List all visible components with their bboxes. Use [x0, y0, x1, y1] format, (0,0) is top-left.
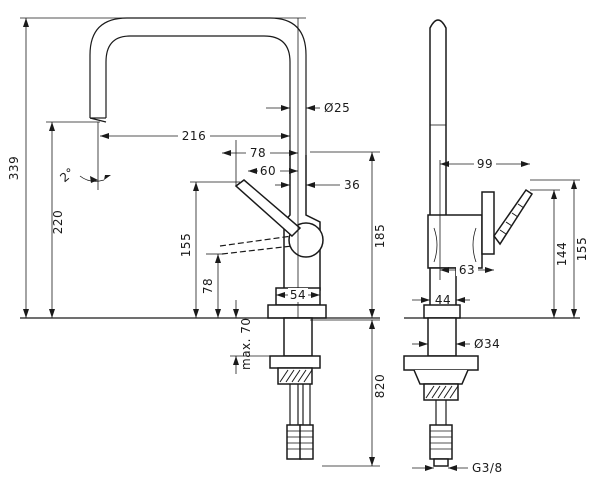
- dim-spout-diameter: Ø25: [266, 101, 350, 115]
- dim-thread: G3/8: [412, 461, 503, 475]
- mounting-nut: [269, 355, 321, 369]
- dim-swivel-angle-label: 2°: [57, 165, 77, 185]
- dim-connection-length: 820: [369, 320, 387, 466]
- dim-side-lever-depth-label: 99: [477, 157, 493, 171]
- side-body: [427, 214, 483, 269]
- dim-body-height-label: 185: [373, 224, 387, 248]
- dim-body-diameter-label: 54: [290, 288, 306, 302]
- front-view: 339 220 216 Ø25: [7, 17, 387, 467]
- dim-side-lever-depth: 99: [440, 156, 530, 171]
- dim-lever-reach: 78: [222, 145, 298, 160]
- dim-thread-label: G3/8: [472, 461, 503, 475]
- shank-upper: [283, 317, 313, 357]
- dim-spout-reach-label: 216: [182, 129, 206, 143]
- side-mount-plate: [403, 355, 479, 371]
- side-lever-block: [481, 191, 495, 255]
- spout-inner: [105, 35, 291, 155]
- dim-side-lever-height: 144: [551, 190, 569, 318]
- body-base-plate: [267, 304, 327, 319]
- dim-spout-height: 220: [49, 122, 65, 318]
- dim-lever-reach-label: 78: [250, 146, 266, 160]
- dim-spout-diameter-label: Ø25: [324, 101, 350, 115]
- dim-body-height: 185: [369, 152, 387, 318]
- dim-spout-height-label: 220: [51, 210, 65, 234]
- dim-lever-base-height-label: 78: [201, 278, 215, 294]
- side-thread: [423, 383, 459, 401]
- supply-hoses: [286, 384, 314, 460]
- dim-lever-offset: 60: [248, 163, 298, 178]
- side-mount-nut: [413, 369, 469, 385]
- dim-total-height-label: 339: [7, 156, 21, 180]
- dim-spout-reach: 216: [100, 128, 290, 143]
- dim-side-body-depth: 63: [440, 262, 494, 277]
- side-body-detail: [433, 227, 438, 263]
- dim-lever-height: 155: [179, 182, 199, 318]
- dim-total-height: 339: [7, 18, 29, 318]
- side-shank: [427, 317, 457, 357]
- dim-side-body-depth-label: 63: [459, 263, 475, 277]
- side-view: 99 63 44 Ø34: [403, 19, 589, 475]
- dim-lever-to-body: 36: [275, 178, 360, 192]
- dim-side-base-diameter-label: 44: [435, 293, 451, 307]
- side-lever: [493, 188, 534, 246]
- dim-lever-base-height: 78: [201, 254, 221, 318]
- dim-lever-height-label: 155: [179, 233, 193, 257]
- side-lever-hatch: [499, 203, 525, 235]
- dim-lever-to-body-label: 36: [344, 178, 360, 192]
- dim-max-deck-label: max. 70: [239, 317, 253, 370]
- dim-side-lever-top-label: 155: [575, 237, 589, 261]
- lever-alt-position: [219, 235, 293, 255]
- dim-connection-length-label: 820: [373, 374, 387, 398]
- side-spout: [429, 19, 447, 215]
- side-hoses: [429, 400, 453, 467]
- dim-side-shank-diameter: Ø34: [412, 337, 500, 351]
- dim-swivel-angle: 2°: [57, 165, 111, 185]
- dim-body-diameter: 54: [276, 288, 320, 302]
- dim-side-lever-height-label: 144: [555, 242, 569, 266]
- lever-handle: [234, 179, 302, 238]
- dim-side-base-diameter: 44: [412, 293, 470, 307]
- dim-max-deck: max. 70: [230, 300, 270, 374]
- thread-section: [277, 367, 313, 385]
- spout-tip: [89, 117, 107, 123]
- dim-lever-offset-label: 60: [260, 164, 276, 178]
- dim-side-lever-top: 155: [571, 180, 589, 318]
- dim-side-shank-diameter-label: Ø34: [474, 337, 500, 351]
